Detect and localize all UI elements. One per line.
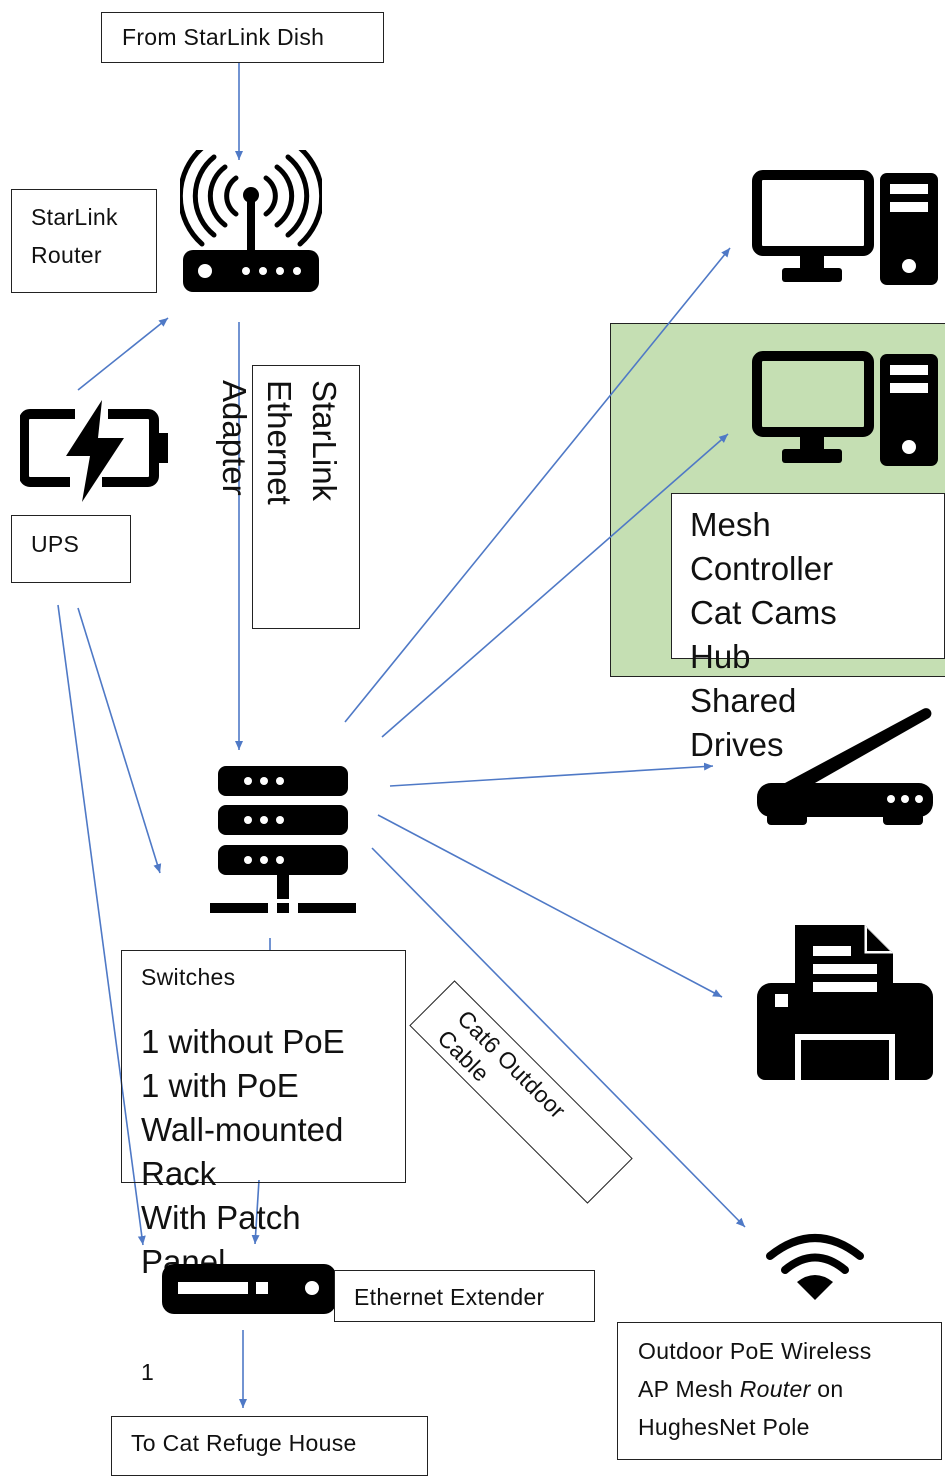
starlink-router-label-2: Router [31, 242, 102, 268]
arrow-switch-to-printer [377, 814, 723, 998]
arrow-switch-to-computer-1 [344, 247, 731, 723]
switches-title: Switches [141, 964, 236, 990]
cat-refuge-house-label: To Cat Refuge House [131, 1430, 357, 1456]
outdoor-ap-line-2: AP Mesh Router on [638, 1370, 941, 1408]
battery-charging-icon [20, 400, 168, 502]
ethernet-extender-label: Ethernet Extender [354, 1284, 545, 1310]
network-switch-icon [210, 766, 356, 913]
ethernet-extender-box: Ethernet Extender [334, 1270, 595, 1322]
switches-box [121, 950, 406, 1183]
switches-line-1: 1 without PoE [141, 1023, 345, 1060]
ethernet-adapter-label-2: Ethernet [261, 380, 298, 505]
wifi-icon [766, 1234, 864, 1300]
outdoor-ap-text-b: on [810, 1376, 844, 1402]
desktop-computer-icon [752, 170, 938, 285]
switches-line-2: 1 with PoE [141, 1067, 299, 1104]
starlink-dish-label: From StarLink Dish [122, 24, 325, 50]
mesh-label-2: Controller [690, 550, 834, 587]
arrow-ups-to-extender [57, 604, 146, 1246]
arrow-switch-to-scanner [389, 762, 714, 787]
mesh-label-6: Drives [690, 726, 784, 763]
desktop-computer-icon [752, 351, 938, 466]
ups-label: UPS [31, 531, 80, 557]
starlink-router-box: StarLink Router [11, 189, 157, 293]
mesh-controller-box [671, 493, 945, 659]
starlink-router-label-1: StarLink [31, 204, 118, 230]
arrow-ups-to-switch [77, 607, 162, 874]
arrow-switch-to-computer-2 [381, 433, 729, 738]
outdoor-ap-text-a: AP Mesh [638, 1376, 740, 1402]
printer-icon [757, 925, 933, 1080]
arrow-switch-to-wifi [371, 847, 746, 1228]
mesh-controller-text: Mesh Controller Cat Cams Hub Shared Driv… [690, 503, 837, 767]
cat-refuge-house-box: To Cat Refuge House [111, 1416, 428, 1476]
mesh-label-3: Cat Cams [690, 594, 837, 631]
outdoor-ap-router-word: Router [739, 1376, 811, 1402]
switches-line-5: With Patch [141, 1199, 301, 1236]
outdoor-ap-line-1: Outdoor PoE Wireless [638, 1338, 872, 1364]
scanner-icon [757, 708, 933, 825]
ethernet-adapter-label-3: Adapter [216, 380, 253, 496]
switches-line-4: Rack [141, 1155, 217, 1192]
ethernet-extender-icon [162, 1264, 336, 1314]
mesh-label-5: Shared [690, 682, 797, 719]
starlink-dish-box: From StarLink Dish [101, 12, 384, 63]
arrow-ups-to-router [77, 317, 169, 391]
ethernet-adapter-text: StarLink Ethernet Adapter [200, 380, 360, 620]
ethernet-adapter-label-1: StarLink [306, 380, 343, 502]
router-icon [180, 150, 322, 292]
arrow-switch-to-extender [251, 1179, 260, 1245]
switches-line-3: Wall-mounted [141, 1111, 344, 1148]
ups-box: UPS [11, 515, 131, 583]
switches-text: Switches 1 without PoE 1 with PoE Wall-m… [141, 960, 345, 1284]
extender-count-label: 1 [141, 1359, 155, 1385]
mesh-label-4: Hub [690, 638, 751, 675]
outdoor-ap-box: Outdoor PoE Wireless AP Mesh Router on H… [617, 1322, 942, 1460]
ethernet-adapter-box [252, 365, 360, 629]
outdoor-ap-line-3: HughesNet Pole [638, 1414, 810, 1440]
mesh-label-1: Mesh [690, 506, 771, 543]
